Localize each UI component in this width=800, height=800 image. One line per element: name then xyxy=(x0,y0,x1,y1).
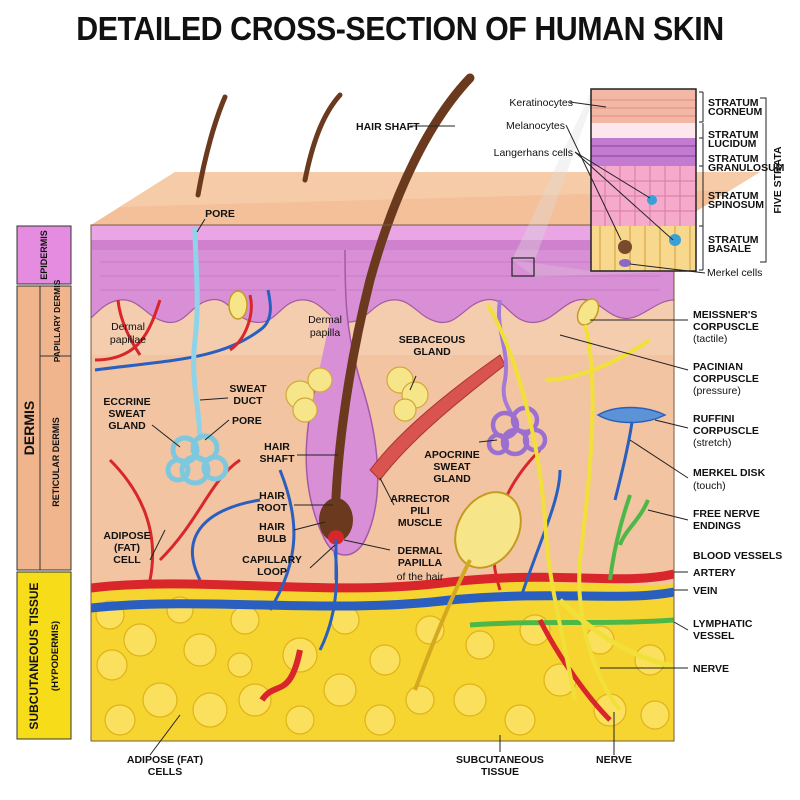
dermis-vessels xyxy=(94,289,612,722)
sebaceous-gland xyxy=(285,366,429,423)
subcutaneous-band-label: SUBCUTANEOUS TISSUE xyxy=(27,582,41,729)
hair-bulb xyxy=(319,498,353,542)
epidermis-band xyxy=(16,225,72,285)
dermis-band-label: DERMIS xyxy=(21,401,37,455)
ruffini-body xyxy=(596,406,667,424)
nerve-bottom-label: NERVE xyxy=(596,754,632,766)
artery-main xyxy=(91,569,674,593)
hair-middle xyxy=(302,92,343,183)
hair-left xyxy=(195,94,228,198)
nerve-main xyxy=(558,598,674,669)
hair-shaft-top-label: HAIR SHAFT xyxy=(356,121,420,133)
five-strata-label: FIVE STRATA xyxy=(772,146,784,214)
vein-label: VEIN xyxy=(693,585,718,597)
inset-source-box xyxy=(511,257,535,277)
merkel-cells-label: Merkel cells xyxy=(707,267,762,279)
meissner-right xyxy=(576,298,600,326)
apocrine-gland-coil xyxy=(486,405,548,457)
pore-mid-label: PORE xyxy=(232,415,262,427)
papillary-dermis-label: PAPILLARY DERMIS xyxy=(52,279,62,362)
vein-main xyxy=(91,587,674,613)
melanocyte-cell xyxy=(618,240,632,254)
meissner-left xyxy=(228,290,248,320)
blood-vessels-label: BLOOD VESSELS xyxy=(693,550,782,562)
dermis-band xyxy=(16,285,72,571)
langerhans-label: Langerhans cells xyxy=(494,147,573,159)
sweat-duct xyxy=(191,227,203,441)
diagram-title: DETAILED CROSS-SECTION OF HUMAN SKIN xyxy=(76,10,724,47)
epidermis-cells xyxy=(100,261,660,291)
melanocytes-label: Melanocytes xyxy=(506,120,565,132)
dermis-nerves xyxy=(486,303,652,712)
adipose-cell-label: ADIPOSE(FAT)CELL xyxy=(103,530,150,566)
lymphatic-main xyxy=(469,617,674,628)
apocrine-duct xyxy=(497,299,517,421)
epidermis-inset: Keratinocytes Melanocytes Langerhans cel… xyxy=(494,88,785,279)
keratinocytes-label: Keratinocytes xyxy=(509,97,573,109)
of-the-hair-label: of the hair xyxy=(397,571,444,583)
pore-top-label: PORE xyxy=(205,208,235,220)
nerve-right-label: NERVE xyxy=(693,663,729,675)
eccrine-gland-coil xyxy=(165,433,229,486)
subcutaneous-band xyxy=(16,571,72,740)
adipose-cells-bottom-label: ADIPOSE (FAT)CELLS xyxy=(127,754,203,778)
merkel-disk-label: MERKEL DISK(touch) xyxy=(693,467,766,492)
hypodermis-label: (HYPODERMIS) xyxy=(50,621,61,691)
fat-cells xyxy=(95,596,670,736)
merkel-cell xyxy=(619,259,631,267)
artery-label: ARTERY xyxy=(693,567,736,579)
dermal-papilla-hair xyxy=(328,530,344,545)
reticular-dermis-label: RETICULAR DERMIS xyxy=(51,417,61,507)
hair-shaft-main xyxy=(330,73,475,540)
left-band-labels: EPIDERMIS DERMIS PAPILLARY DERMIS RETICU… xyxy=(16,225,72,740)
epidermis-band-label: EPIDERMIS xyxy=(39,230,49,280)
